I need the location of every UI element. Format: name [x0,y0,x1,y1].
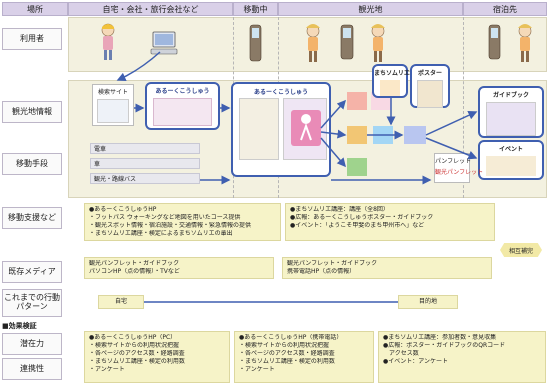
effect-col1-line-5: ・アンケート [89,366,125,374]
row-label-transport: 移動手段 [2,153,62,175]
tourist-pamphlet-label: 観光パンフレット [435,169,484,176]
support-right-box: ●まちソムリエ講座：講座（全8回） ●広報：あるーくこうしゅうポスター・ガイドブ… [285,203,495,241]
support-left-line-2: ・フットパス ウォーキングなど地図を用いたコース提供 [89,214,241,222]
effect-col2-line-4: ・まちソムリエ講座・検定の利用数 [239,358,335,366]
row-label-info: 観光地情報 [2,101,62,123]
effect-col1-line-1: ●あるーくこうしゅうHP（PC） [89,334,177,341]
effect-col1-line-3: ・各ページのアクセス数・経路調査 [89,350,185,358]
media-right-line-2: 携帯電話HP（点の情報） [287,268,356,276]
support-right-line-2: ●広報：あるーくこうしゅうポスター・ガイドブック [290,214,434,222]
row-label-support: 移動支援など [2,207,62,229]
media-right-line-1: 観光パンフレット・ガイドブック [287,260,378,267]
support-left-box: ●あるーくこうしゅうHP ・フットパス ウォーキングなど地図を用いたコース提供 … [84,203,281,241]
category-tile-2 [347,126,367,144]
search-site-card: 検索サイト [92,84,134,126]
complement-badge: 相互補完 [500,243,542,257]
person-illustration [95,22,121,62]
row-label-potential: 潜在力 [2,333,62,355]
search-site-thumbnail [97,99,129,123]
effect-col1-line-4: ・まちソムリエ講座・検定の利用数 [89,358,185,366]
guidebook-box: ガイドブック [478,86,544,138]
header-sightseeing: 観光地 [278,2,463,16]
effect-col1-line-2: ・検索サイトからの利用状況把握 [89,342,180,350]
transport-car: 車 [90,158,200,169]
machi-sommelier-figure [380,80,400,96]
poster-label: ポスター [417,70,442,77]
arukoushou-map-thumbnail [239,98,279,160]
category-tile-5 [404,126,426,144]
computer-illustration [150,30,178,56]
header-moving: 移動中 [233,2,278,16]
machi-sommelier-label: まちソムリエ [374,70,410,77]
arukoushou-main-label: あるーくこうしゅう [253,89,308,96]
arukoushou-pc-box: あるーくこうしゅう [145,82,220,130]
row-label-pattern: これまでの行動パターン [2,289,62,317]
poster-thumbnail [417,80,443,108]
effect-col3: ●まちソムリエ講座：参加者数・意見収集 ●広報：ポスター・ガイドブックのQRコー… [378,331,546,383]
effect-col2: ●あるーくこうしゅうHP（携帯電話） ・検索サイトからの利用状況把握 ・各ページ… [234,331,374,383]
effect-col3-line-4: ●イベント：アンケート [383,358,448,366]
divider-3 [463,17,464,198]
machi-sommelier-box: まちソムリエ [372,64,410,98]
effect-col3-line-2: ●広報：ポスター・ガイドブックのQRコード [383,342,506,350]
category-tile-1 [347,92,367,110]
effect-col2-line-3: ・各ページのアクセス数・経路調査 [239,350,335,358]
mobile-phone-icon-2 [340,24,354,60]
event-label: イベント [498,146,523,153]
guidebook-thumbnail [486,102,536,136]
row-label-continuity: 連携性 [2,358,62,380]
effect-section-title: ■効果検証 [2,322,37,330]
media-left-box: 観光パンフレット・ガイドブック パソコンHP（点の情報）・TVなど [84,257,274,279]
poster-box: ポスター [410,64,450,108]
mobile-phone-icon [249,24,262,62]
arukoushou-pc-label: あるーくこうしゅう [155,88,210,95]
arukoushou-pc-thumbnail [153,98,212,126]
support-right-line-3: ●イベント：「ようこそ甲斐のまち甲州市へ」など [290,222,425,230]
tourist-illustration-2 [365,22,391,64]
effect-col1: ●あるーくこうしゅうHP（PC） ・検索サイトからの利用状況把握 ・各ページのア… [84,331,230,383]
tourist-illustration-1 [300,22,326,64]
media-right-box: 観光パンフレット・ガイドブック 携帯電話HP（点の情報） [282,257,492,279]
media-left-line-2: パソコンHP（点の情報）・TVなど [89,268,180,276]
walking-logo-icon [291,110,321,146]
effect-col2-line-2: ・検索サイトからの利用状況把握 [239,342,330,350]
event-box: イベント [478,140,544,180]
event-figure [486,156,536,176]
effect-col2-line-1: ●あるーくこうしゅうHP（携帯電話） [239,334,343,341]
tourist-illustration-3 [512,22,538,64]
row-label-media: 既存メディア [2,261,62,283]
category-tile-3 [347,158,367,176]
support-right-line-1: ●まちソムリエ講座：講座（全8回） [290,206,389,213]
header-home: 自宅・会社・旅行会社など [68,2,233,16]
support-left-line-3: ・観光スポット情報・宿泊施設・交通情報・緊急情報の提供 [89,222,252,230]
effect-col3-line-3: アクセス数 [383,350,419,358]
mobile-phone-icon-3 [488,24,501,60]
header-place: 場所 [2,2,68,16]
transport-bus: 観光・路線バス [90,173,200,184]
pamphlet-card: パンフレット 観光パンフレット [434,153,484,183]
support-left-line-1: ●あるーくこうしゅうHP [89,206,157,213]
pamphlet-label: パンフレット [435,158,472,165]
guidebook-label: ガイドブック [492,92,529,99]
effect-col3-line-1: ●まちソムリエ講座：参加者数・意見収集 [383,334,497,341]
transport-train: 電車 [90,143,200,154]
row-label-users: 利用者 [2,28,62,50]
header-lodging: 宿泊先 [463,2,547,16]
media-left-line-1: 観光パンフレット・ガイドブック [89,260,180,267]
support-left-line-4: ・まちソムリエ講座・検定によるまちソムリエの輩出 [89,230,233,238]
pattern-home: 自宅 [98,295,144,309]
effect-col2-line-5: ・アンケート [239,366,275,374]
search-site-label: 検索サイト [97,89,128,96]
pattern-destination: 目的地 [398,295,458,309]
